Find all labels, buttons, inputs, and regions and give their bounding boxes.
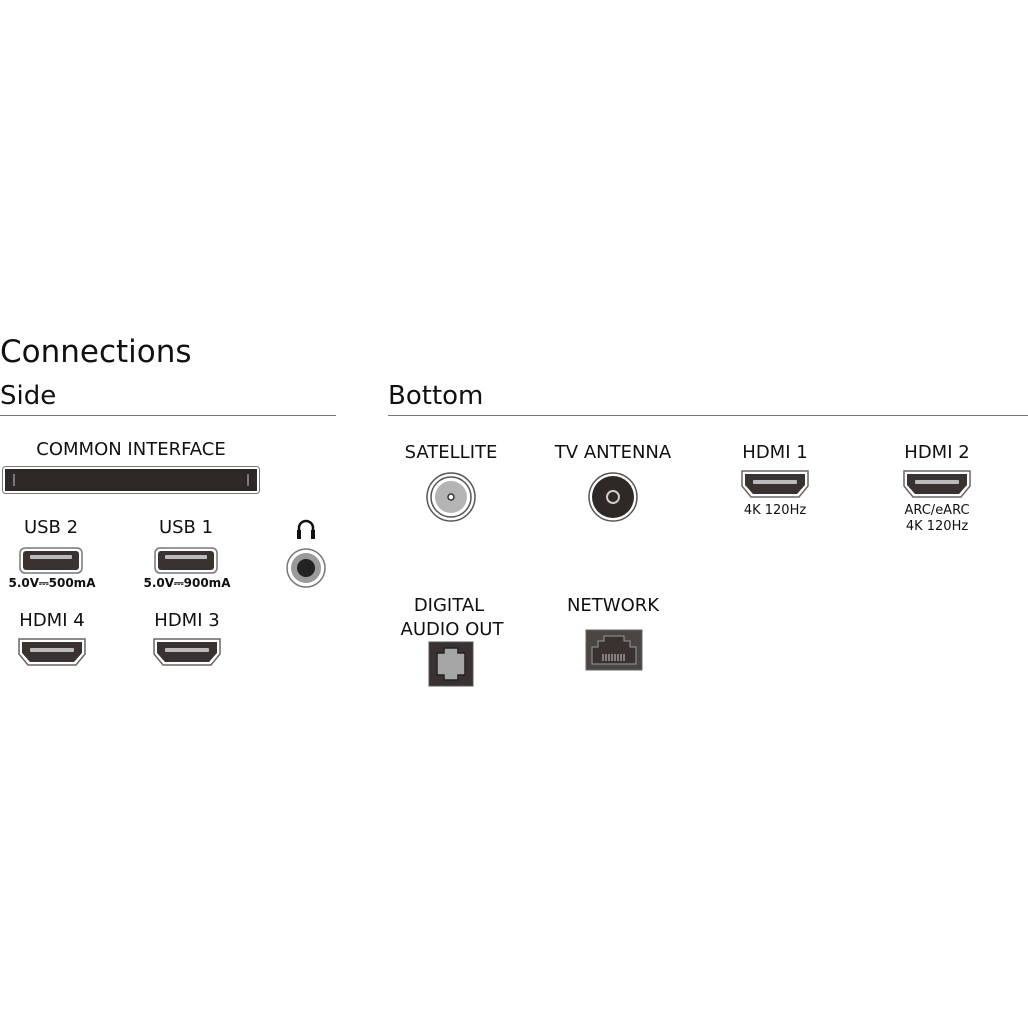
hdmi2-label: HDMI 2 xyxy=(904,442,970,463)
usb2-label: USB 2 xyxy=(23,517,79,538)
satellite-connector-icon xyxy=(426,472,476,522)
usb1-label: USB 1 xyxy=(158,517,214,538)
optical-port-icon xyxy=(428,641,474,687)
usb1-port-icon xyxy=(154,547,218,574)
hdmi2-spec-arc: ARC/eARC xyxy=(904,503,970,518)
hdmi2-spec-resolution: 4K 120Hz xyxy=(905,519,969,534)
side-divider xyxy=(0,415,336,416)
hdmi3-label: HDMI 3 xyxy=(154,610,220,631)
common-interface-label: COMMON INTERFACE xyxy=(36,439,226,460)
usb2-spec: 5.0V⎓500mA xyxy=(8,576,96,590)
tv-antenna-connector-icon xyxy=(588,472,638,522)
digital-audio-out-label-line1: DIGITAL xyxy=(413,595,485,616)
satellite-label: SATELLITE xyxy=(404,442,498,463)
network-label: NETWORK xyxy=(566,595,660,616)
usb2-port-icon xyxy=(19,547,83,574)
hdmi2-port-icon xyxy=(903,470,971,498)
hdmi4-label: HDMI 4 xyxy=(19,610,85,631)
side-heading: Side xyxy=(0,381,57,411)
usb1-spec: 5.0V⎓900mA xyxy=(143,576,231,590)
digital-audio-out-label-line2: AUDIO OUT xyxy=(400,619,504,640)
headphone-icon xyxy=(297,519,315,539)
hdmi1-label: HDMI 1 xyxy=(742,442,808,463)
common-interface-slot-icon xyxy=(2,466,260,494)
hdmi1-spec: 4K 120Hz xyxy=(743,503,807,518)
page-title: Connections xyxy=(0,334,192,370)
hdmi3-port-icon xyxy=(153,638,221,666)
hdmi4-port-icon xyxy=(18,638,86,666)
hdmi1-port-icon xyxy=(741,470,809,498)
tv-antenna-label: TV ANTENNA xyxy=(554,442,672,463)
ethernet-port-icon xyxy=(585,629,643,671)
headphone-jack-icon xyxy=(286,548,326,588)
bottom-divider xyxy=(388,415,1028,416)
bottom-heading: Bottom xyxy=(388,381,484,411)
